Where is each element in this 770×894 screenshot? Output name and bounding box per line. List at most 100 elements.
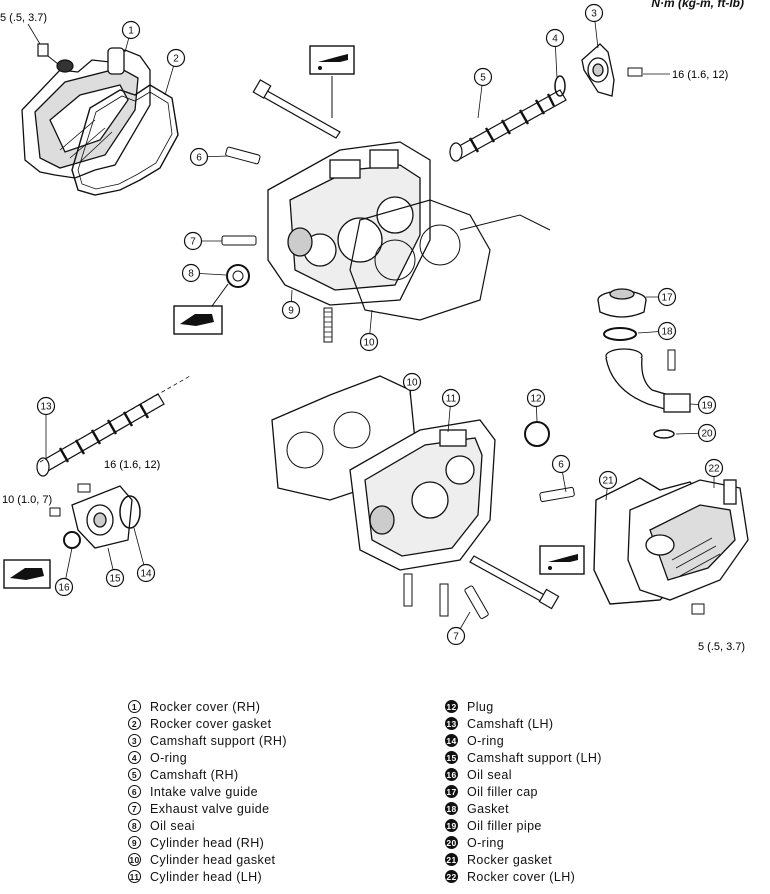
- callout-circle-4: [545, 28, 565, 48]
- legend-label: Rocker gasket: [467, 852, 553, 867]
- callout-number: 17: [661, 293, 673, 304]
- units-label: N·m (kg-m, ft-lb): [651, 0, 744, 10]
- camshaft-lh: [36, 393, 165, 477]
- legend-label: Camshaft support (LH): [467, 750, 602, 765]
- callout-circle-22: [704, 458, 724, 478]
- callout-number: 10: [406, 378, 418, 389]
- callout-number: 21: [602, 476, 614, 487]
- callout-number: 14: [140, 569, 152, 580]
- legend-item: 14 O-ring: [445, 732, 602, 749]
- head-bolt-top: [252, 79, 341, 139]
- torque-callout-top-right: 16 (1.6, 12): [672, 69, 728, 81]
- lube-icon-left: [173, 283, 229, 335]
- callout-circle-16: [54, 577, 74, 597]
- legend-item: 17 Oil filler cap: [445, 783, 602, 800]
- legend-number: 15: [445, 751, 458, 764]
- legend-label: Cylinder head (LH): [150, 869, 263, 884]
- torque-callout-bottom-right: 5 (.5, 3.7): [698, 641, 745, 653]
- legend-number: 19: [445, 819, 458, 832]
- callout-number: 4: [552, 34, 558, 45]
- plug: [524, 421, 550, 447]
- callout-circle-12: [526, 388, 546, 408]
- oil-seal-lh: [63, 531, 81, 549]
- exploded-view-diagram: 5 (.5, 3.7) 16 (: [0, 3, 749, 653]
- callout-number: 13: [40, 402, 52, 413]
- legend-number: 10: [128, 853, 141, 866]
- callout-circle-10: [359, 332, 379, 352]
- callout-circle-6: [189, 147, 209, 167]
- legend-number: 22: [445, 870, 458, 883]
- o-ring-filler: [653, 429, 675, 439]
- callout-circle-10: [402, 372, 422, 392]
- callout-number: 22: [708, 464, 720, 475]
- callout-circle-1: [121, 20, 141, 40]
- legend-number: 14: [445, 734, 458, 747]
- legend-label: O-ring: [467, 733, 505, 748]
- legend-number: 9: [128, 836, 141, 849]
- legend-label: Oil seal: [467, 767, 512, 782]
- callout-number: 19: [701, 401, 713, 412]
- callout-circle-19: [697, 395, 717, 415]
- callout-number: 11: [446, 394, 457, 405]
- callout-circle-5: [473, 67, 493, 87]
- legend-number: 4: [128, 751, 141, 764]
- camshaft-support-lh: [71, 485, 133, 549]
- callout-number: 20: [701, 429, 713, 440]
- legend-label: Camshaft support (RH): [150, 733, 287, 748]
- legend-item: 15 Camshaft support (LH): [445, 749, 602, 766]
- callout-circle-15: [105, 568, 125, 588]
- callout-number: 10: [363, 338, 375, 349]
- legend-item: 8 Oil seai: [128, 817, 287, 834]
- callout-number: 7: [453, 632, 459, 643]
- legend-label: Intake valve guide: [150, 784, 258, 799]
- legend-label: O-ring: [150, 750, 188, 765]
- legend-item: 16 Oil seal: [445, 766, 602, 783]
- callout-circle-7: [446, 626, 466, 646]
- bolt-rocker-cover-rh: [37, 43, 74, 73]
- lube-icon-bottom-left: [3, 559, 51, 589]
- callout-circle-11: [441, 388, 461, 408]
- callout-number: 1: [128, 26, 134, 37]
- callout-number: 3: [591, 9, 597, 20]
- legend-label: Rocker cover (RH): [150, 699, 261, 714]
- cylinder-head-gasket-top: [349, 199, 491, 321]
- torque-callout-top-left: 5 (.5, 3.7): [0, 12, 47, 24]
- callout-circle-3: [584, 3, 604, 23]
- torque-callout-mid-left: 16 (1.6, 12): [104, 459, 160, 471]
- callout-circle-8: [181, 263, 201, 283]
- sealant-icon-top: [309, 45, 355, 118]
- legend-number: 5: [128, 768, 141, 781]
- cylinder-head-rh: [267, 141, 431, 306]
- oil-filler-pipe: [605, 348, 691, 413]
- legend-number: 2: [128, 717, 141, 730]
- legend-number: 7: [128, 802, 141, 815]
- legend-label: Oil filler cap: [467, 784, 538, 799]
- exhaust-valve-guide-lh: [464, 585, 489, 619]
- legend-label: Rocker cover gasket: [150, 716, 272, 731]
- legend-item: 2 Rocker cover gasket: [128, 715, 287, 732]
- oil-seal-rh: [226, 264, 250, 288]
- callout-circle-18: [657, 321, 677, 341]
- camshaft-rh: [449, 89, 567, 162]
- callout-number: 15: [109, 574, 121, 585]
- legend-number: 13: [445, 717, 458, 730]
- cylinder-head-lh: [349, 419, 496, 571]
- legend-number: 17: [445, 785, 458, 798]
- sealant-icon-bottom: [539, 545, 585, 575]
- callout-circle-21: [598, 470, 618, 490]
- callout-circle-20: [697, 423, 717, 443]
- oil-filler-cap: [597, 288, 647, 318]
- intake-valve-guide: [225, 146, 261, 165]
- legend-label: Oil seai: [150, 818, 195, 833]
- legend-number: 16: [445, 768, 458, 781]
- legend-number: 3: [128, 734, 141, 747]
- callout-number: 6: [196, 153, 202, 164]
- legend-number: 8: [128, 819, 141, 832]
